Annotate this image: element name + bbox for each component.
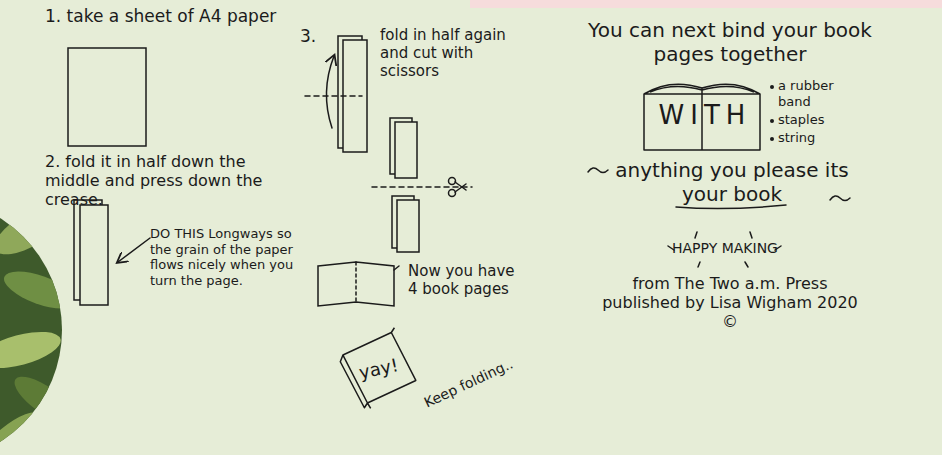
handwritten-note: staples (778, 112, 858, 128)
book-line (336, 326, 420, 413)
handwritten-note: anything you please its your book (612, 158, 852, 206)
handwritten-note: HAPPY MAKING (655, 240, 795, 257)
leaf (0, 325, 64, 376)
handwritten-note: DO THIS Longways so the grain of the pap… (150, 226, 300, 288)
book-sketch: yay! (333, 321, 423, 411)
handwritten-note: 3. (300, 26, 330, 46)
wave-flourish (588, 168, 608, 173)
open-pages (318, 262, 394, 306)
handwritten-note: from The Two a.m. Press published by Lis… (600, 274, 860, 332)
handwritten-note: string (778, 130, 858, 146)
leaf (0, 264, 80, 316)
sparkle (698, 262, 700, 267)
book-title: WITH (640, 100, 764, 130)
page-edge (394, 266, 399, 270)
half-sheet (397, 200, 419, 252)
bullet (770, 85, 774, 89)
bullet (770, 137, 774, 141)
leaf-photo (0, 190, 82, 455)
handwritten-note: a rubber band (778, 78, 858, 109)
half-sheet (395, 122, 417, 178)
fold-line (305, 95, 362, 97)
page-spine (355, 262, 357, 302)
sparkle (750, 232, 752, 238)
cut-line (372, 186, 472, 188)
handwritten-note: 1. take a sheet of A4 paper (45, 6, 325, 26)
sparkle (695, 232, 697, 238)
top-strip (470, 0, 942, 8)
a4-sheet (68, 48, 146, 146)
pointer-arrow (118, 238, 150, 262)
bullet (770, 119, 774, 123)
handwritten-note: Keep folding.. (422, 350, 529, 412)
folded-sheet (80, 205, 108, 305)
scissors (449, 178, 467, 197)
book-title: yay! (339, 350, 418, 386)
sparkle (745, 262, 748, 267)
open-book: WITH (640, 76, 764, 152)
handwritten-note: fold in half again and cut with scissors (380, 26, 530, 80)
leaf (0, 404, 50, 455)
fold-arrow (326, 56, 334, 128)
wave-flourish (830, 196, 850, 201)
handwritten-note: 2. fold it in half down the middle and p… (45, 152, 295, 210)
handwritten-note: You can next bind your book pages togeth… (580, 18, 880, 66)
handwritten-note: Now you have 4 book pages (408, 262, 528, 298)
